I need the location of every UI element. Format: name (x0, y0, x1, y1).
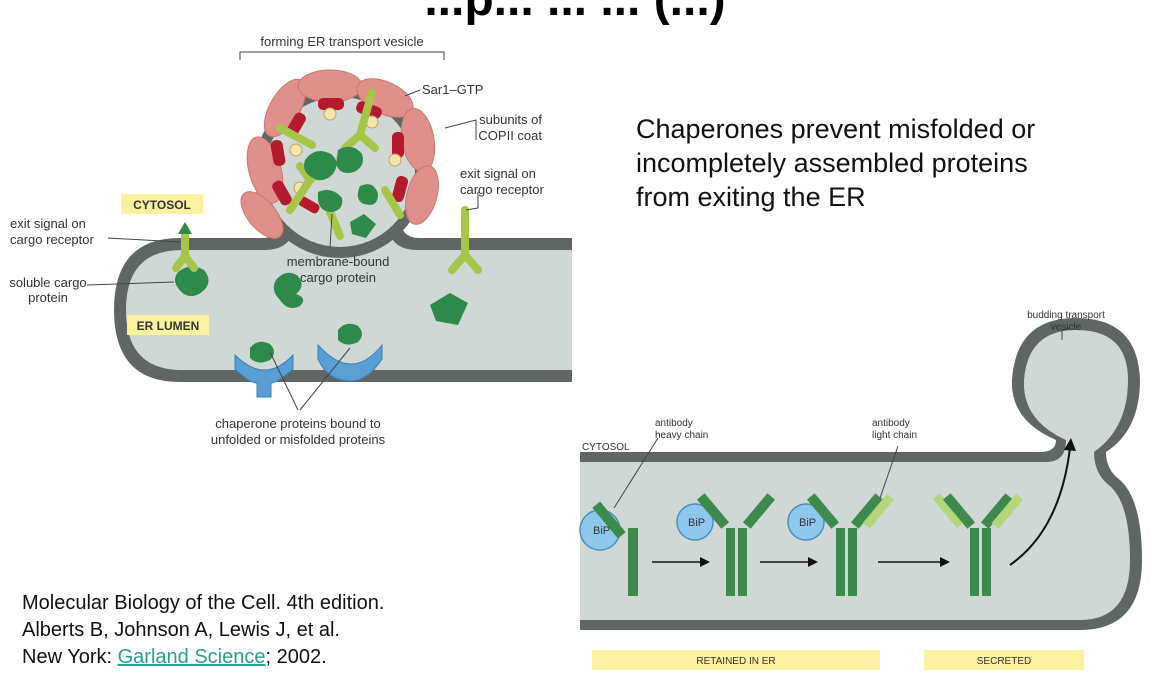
arrow-2-head (808, 557, 818, 567)
heavy-chain-4d (982, 528, 991, 596)
main-text-line-3: from exiting the ER (636, 182, 866, 212)
label-exit-signal-right-1: exit signal on (460, 166, 536, 181)
heavy-chain-4b (980, 493, 1014, 529)
chaperones (234, 343, 383, 398)
citation-line-1: Molecular Biology of the Cell. 4th editi… (22, 592, 385, 614)
heavy-chain-2a (696, 493, 730, 529)
label-secreted: SECRETED (977, 656, 1031, 667)
light-chain-4a (932, 493, 965, 529)
label-membrane-bound-1: membrane-bound (287, 254, 390, 269)
heavy-chain-3d (848, 528, 857, 596)
secretion-arrow-head (1064, 438, 1076, 451)
slide-title-text: ...p... ... ... (...) (0, 0, 1150, 27)
light-chain-4b (991, 493, 1024, 529)
er-lumen-box (127, 315, 209, 335)
er-lumen-right (580, 330, 1130, 620)
stage-2: BiP (676, 493, 776, 596)
cargo-receptors-membrane (172, 206, 482, 274)
label-exit-signal-left-1: exit signal on (10, 216, 86, 231)
label-heavy-1: antibody (655, 418, 693, 429)
er-lumen (126, 197, 572, 370)
label-cytosol: CYTOSOL (133, 198, 191, 212)
leader-lines-right (613, 327, 1071, 509)
citation-line-2: Alberts B, Johnson A, Lewis J, et al. (22, 619, 340, 641)
garland-science-link[interactable]: Garland Science (117, 646, 266, 668)
bip-label-3: BiP (799, 517, 816, 529)
label-sar1: Sar1–GTP (422, 82, 483, 97)
label-exit-signal-right-2: cargo receptor (460, 182, 544, 197)
bip-2 (676, 503, 714, 541)
retained-box (592, 650, 880, 670)
heavy-chain-3a (806, 493, 840, 529)
label-soluble-2: protein (28, 290, 68, 305)
stage-3: BiP (787, 493, 895, 596)
heavy-chain-4c (970, 528, 979, 596)
arrow-1-head (700, 557, 710, 567)
main-text-line-2: incompletely assembled proteins (636, 148, 1028, 178)
cargo-proteins (175, 146, 468, 363)
label-budding-2: vesicle (1051, 322, 1082, 333)
heavy-chain-3c (836, 528, 845, 596)
heavy-chain-1b (628, 528, 638, 596)
main-text-line-1: Chaperones prevent misfolded or (636, 114, 1036, 144)
label-chaperone-2: unfolded or misfolded proteins (211, 432, 386, 447)
secreted-box (924, 650, 1084, 670)
heavy-chain-2d (738, 528, 747, 596)
citation-line-3: New York: Garland Science; 2002. (22, 644, 542, 671)
label-exit-signal-left-2: cargo receptor (10, 232, 94, 247)
label-light-2: light chain (872, 430, 917, 441)
vesicle-lumen (265, 97, 415, 247)
citation-prefix: New York: (22, 646, 118, 668)
leader-lines (86, 51, 479, 411)
secretion-arrow (1009, 447, 1071, 566)
label-er-lumen: ER LUMEN (137, 319, 200, 333)
heavy-chain-2b (742, 493, 776, 529)
stage-4 (932, 493, 1024, 596)
label-retained: RETAINED IN ER (696, 656, 775, 667)
arrow-3-head (940, 557, 950, 567)
label-forming-vesicle: forming ER transport vesicle (260, 34, 423, 49)
bip-3 (787, 503, 825, 541)
slide-title-fragment: ...p... ... ... (...) (0, 0, 1150, 40)
label-membrane-bound-2: cargo protein (300, 270, 376, 285)
stage-1: BiP (579, 501, 638, 596)
light-chain-3 (862, 493, 895, 529)
label-subunits-1: subunits of (479, 112, 542, 127)
citation: Molecular Biology of the Cell. 4th editi… (22, 590, 542, 671)
bip-label-2: BiP (688, 517, 705, 529)
label-soluble-1: soluble cargo (9, 275, 86, 290)
exit-signal-left (178, 222, 192, 234)
main-text: Chaperones prevent misfolded or incomple… (636, 112, 1116, 214)
heavy-chain-2c (726, 528, 735, 596)
label-light-1: antibody (872, 418, 910, 429)
label-cytosol-right: CYTOSOL (582, 442, 630, 453)
label-heavy-2: heavy chain (655, 430, 708, 441)
label-budding-1: budding transport (1027, 310, 1105, 321)
citation-suffix: ; 2002. (265, 646, 327, 668)
label-chaperone-1: chaperone proteins bound to (215, 416, 381, 431)
heavy-chain-1a (592, 501, 626, 539)
label-subunits-2: COPII coat (478, 128, 542, 143)
heavy-chain-4a (942, 493, 976, 529)
heavy-chain-3b (850, 493, 884, 529)
cytosol-box (121, 194, 203, 214)
er-exit-diagram: forming ER transport vesicle Sar1–GTP su… (9, 34, 572, 447)
bip-label-1: BiP (593, 525, 610, 537)
